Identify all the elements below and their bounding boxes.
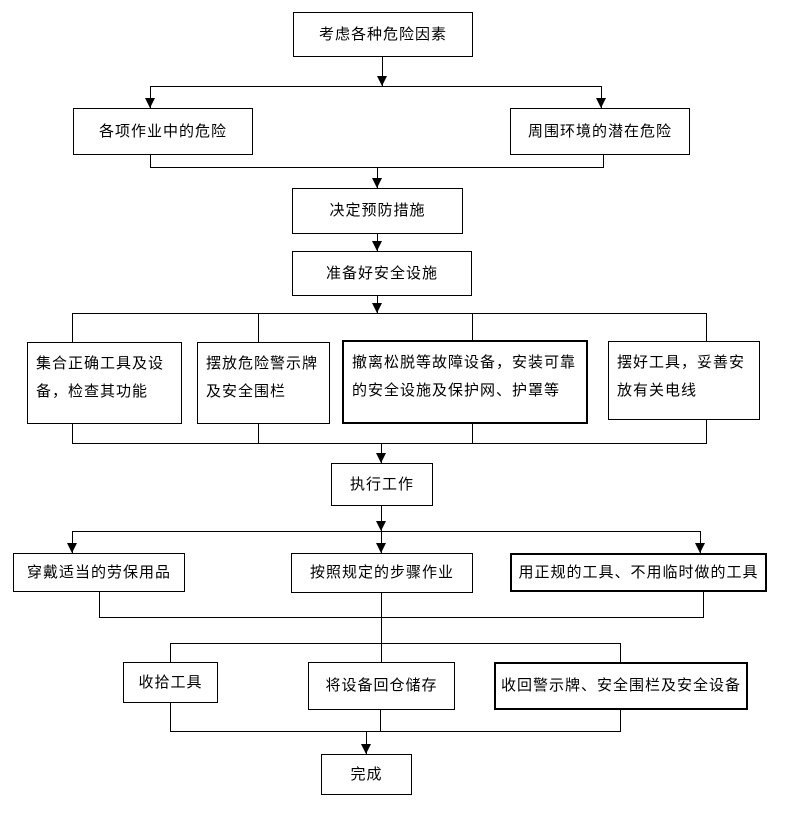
- connector-line: [366, 731, 367, 754]
- arrow-down-icon: [372, 303, 382, 313]
- arrow-down-icon: [376, 543, 386, 553]
- flow-box-arrange-tools-wires: 摆好工具，妥善安 放有关电线: [608, 341, 760, 420]
- flow-box-follow-procedures: 按照规定的步骤作业: [291, 553, 473, 593]
- arrow-down-icon: [372, 241, 382, 251]
- arrow-down-icon: [376, 453, 386, 463]
- arrow-down-icon: [695, 543, 705, 553]
- arrow-down-icon: [377, 76, 387, 86]
- flow-box-gather-tools: 集合正确工具及设 备，检查其功能: [27, 342, 182, 424]
- arrow-down-icon: [67, 543, 77, 553]
- flow-box-pack-up-tools: 收拾工具: [123, 662, 218, 703]
- connector-line: [150, 86, 151, 108]
- flow-box-use-proper-tools: 用正规的工具、不用临时做的工具: [510, 553, 767, 592]
- connector-line: [72, 313, 707, 314]
- connector-line: [150, 86, 602, 87]
- flow-box-wear-ppe: 穿戴适当的劳保用品: [13, 553, 185, 592]
- flow-box-consider-risk-factors: 考虑各种危险因素: [293, 12, 473, 57]
- flow-box-retrieve-signs: 收回警示牌、安全围栏及安全设备: [494, 662, 748, 710]
- flow-box-decide-precautions: 决定预防措施: [292, 188, 463, 234]
- arrow-down-icon: [361, 744, 371, 754]
- connector-line: [380, 710, 381, 731]
- flow-box-environment-hazards: 周围环境的潜在危险: [510, 108, 690, 155]
- flow-box-remove-faulty-equipment: 撤离松脱等故障设备，安装可靠 的安全设施及保护网、护罩等: [342, 340, 588, 424]
- connector-line: [170, 643, 621, 644]
- connector-line: [603, 155, 604, 168]
- arrow-down-icon: [372, 178, 382, 188]
- arrow-down-icon: [376, 521, 386, 531]
- connector-line: [381, 531, 382, 553]
- connector-line: [72, 531, 701, 532]
- connector-line: [72, 531, 73, 553]
- connector-line: [703, 592, 704, 617]
- flow-box-complete: 完成: [321, 754, 412, 795]
- connector-line: [700, 531, 701, 553]
- arrow-down-icon: [596, 98, 606, 108]
- connector-line: [170, 731, 621, 732]
- connector-line: [99, 592, 100, 617]
- flow-box-place-warning-signs: 摆放危险警示牌 及安全围栏: [197, 342, 330, 424]
- flow-box-prepare-safety-facilities: 准备好安全设施: [292, 251, 472, 296]
- connector-line: [381, 506, 382, 531]
- connector-line: [381, 593, 382, 662]
- arrow-down-icon: [145, 98, 155, 108]
- connector-line: [377, 167, 378, 188]
- flow-box-job-hazards: 各项作业中的危险: [73, 108, 253, 155]
- connector-line: [150, 155, 151, 167]
- connector-line: [72, 443, 707, 444]
- connector-line: [382, 57, 383, 86]
- flow-box-execute-work: 执行工作: [331, 463, 433, 506]
- flow-box-return-equipment: 将设备回仓储存: [308, 662, 455, 710]
- connector-line: [99, 617, 704, 618]
- connector-line: [170, 703, 171, 731]
- connector-line: [170, 643, 171, 662]
- connector-line: [601, 86, 602, 108]
